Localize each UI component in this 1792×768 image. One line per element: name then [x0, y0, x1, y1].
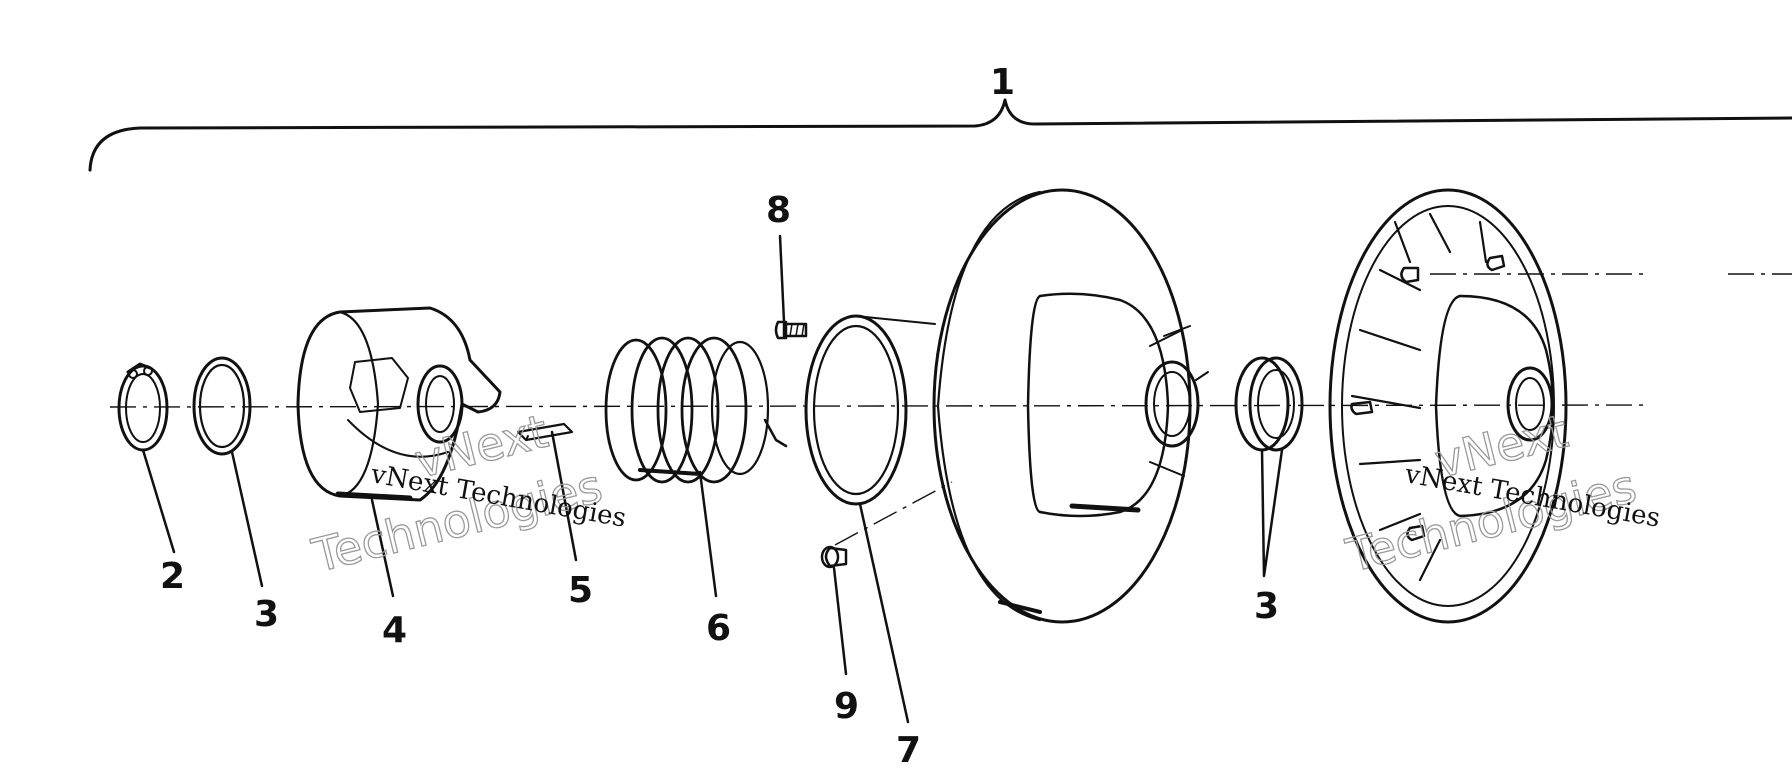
leader-4	[370, 498, 395, 598]
part-9-bushing	[820, 545, 848, 569]
leader-8	[778, 234, 786, 324]
leader-3b	[1260, 448, 1284, 578]
callout-1: 1	[990, 62, 1015, 103]
watermark-right: vNext Technologies vNext Technologies	[1340, 403, 1662, 583]
part-2-snap-ring	[117, 362, 169, 452]
leader-7	[858, 502, 910, 724]
part-8-screw	[774, 320, 808, 340]
leader-6	[698, 470, 718, 598]
callout-5: 5	[568, 570, 593, 611]
leader-5	[550, 430, 578, 562]
fastener-center-line	[834, 481, 953, 546]
leader-lines	[141, 234, 1284, 724]
assembly-brace	[88, 98, 1792, 172]
callout-3-left: 3	[254, 594, 279, 635]
callout-6: 6	[706, 608, 731, 649]
fixed-sheave	[1328, 188, 1568, 624]
leader-9	[832, 566, 848, 676]
callout-8: 8	[766, 190, 791, 231]
leader-3a	[230, 450, 264, 588]
part-5-key	[516, 422, 574, 442]
part-7-band	[804, 314, 936, 506]
callout-2: 2	[160, 556, 185, 597]
callout-7: 7	[896, 730, 921, 768]
shaft-center-line	[109, 404, 1651, 408]
callout-3-right: 3	[1254, 586, 1279, 627]
part-6-spring	[604, 336, 788, 484]
movable-sheave	[932, 188, 1209, 624]
leader-2	[141, 448, 176, 554]
callout-9: 9	[834, 686, 859, 727]
part-3-washer	[192, 356, 252, 456]
part-4-cam-collar	[296, 306, 502, 502]
part-3-spring-washer	[1234, 356, 1304, 452]
callout-4: 4	[382, 610, 407, 651]
